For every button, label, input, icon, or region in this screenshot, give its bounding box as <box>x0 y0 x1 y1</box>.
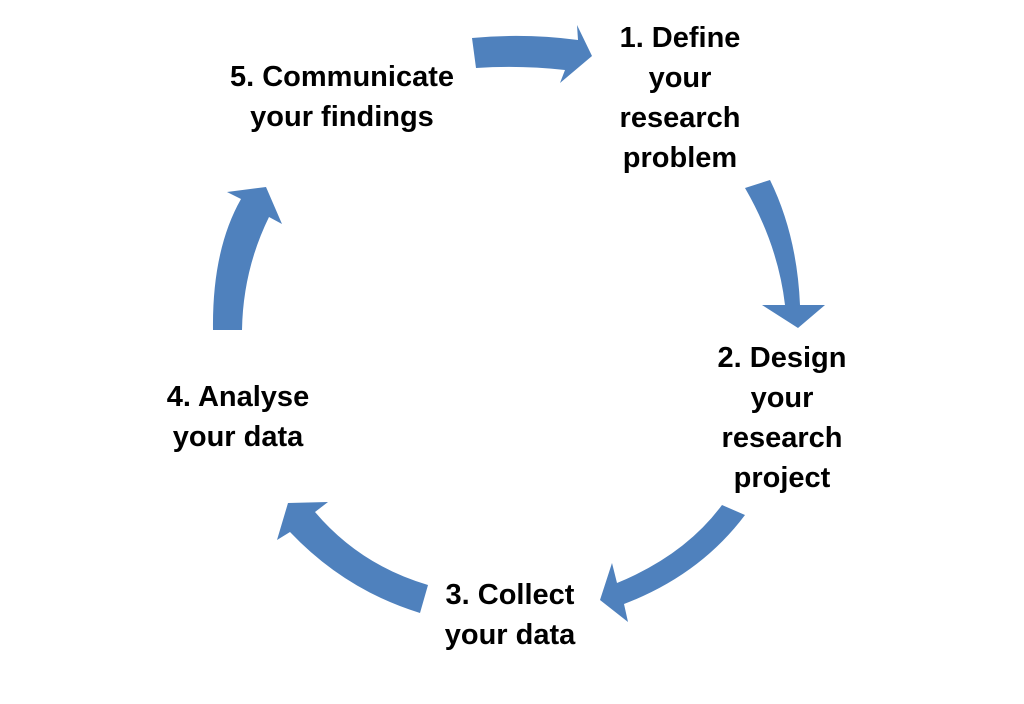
step-4-line: your data <box>172 421 304 453</box>
arrow-5-to-1 <box>472 25 592 83</box>
arrow-1-to-2 <box>745 180 825 328</box>
step-5-line: 5. Communicate <box>230 61 454 93</box>
step-4-label: 4. Analyse your data <box>88 377 388 457</box>
step-2-line: research <box>721 422 843 454</box>
step-2-line: project <box>733 462 831 494</box>
arrow-3-to-4 <box>277 502 428 613</box>
arrow-2-to-3 <box>600 505 745 622</box>
step-5-line: your findings <box>250 101 434 133</box>
step-2-label: 2. Design your research project <box>632 338 932 498</box>
step-3-line: 3. Collect <box>445 579 575 611</box>
step-1-line: 1. Define <box>619 22 741 54</box>
step-5-label: 5. Communicate your findings <box>192 57 492 137</box>
step-3-line: your data <box>444 619 576 651</box>
step-1-label: 1. Define your research problem <box>530 18 830 178</box>
step-4-line: 4. Analyse <box>166 381 310 413</box>
step-1-line: problem <box>622 142 738 174</box>
step-3-label: 3. Collect your data <box>360 575 660 655</box>
step-2-line: your <box>750 382 814 414</box>
step-2-line: 2. Design <box>717 342 847 374</box>
step-1-line: your <box>648 62 712 94</box>
arrow-4-to-5 <box>212 187 282 330</box>
step-1-line: research <box>619 102 741 134</box>
